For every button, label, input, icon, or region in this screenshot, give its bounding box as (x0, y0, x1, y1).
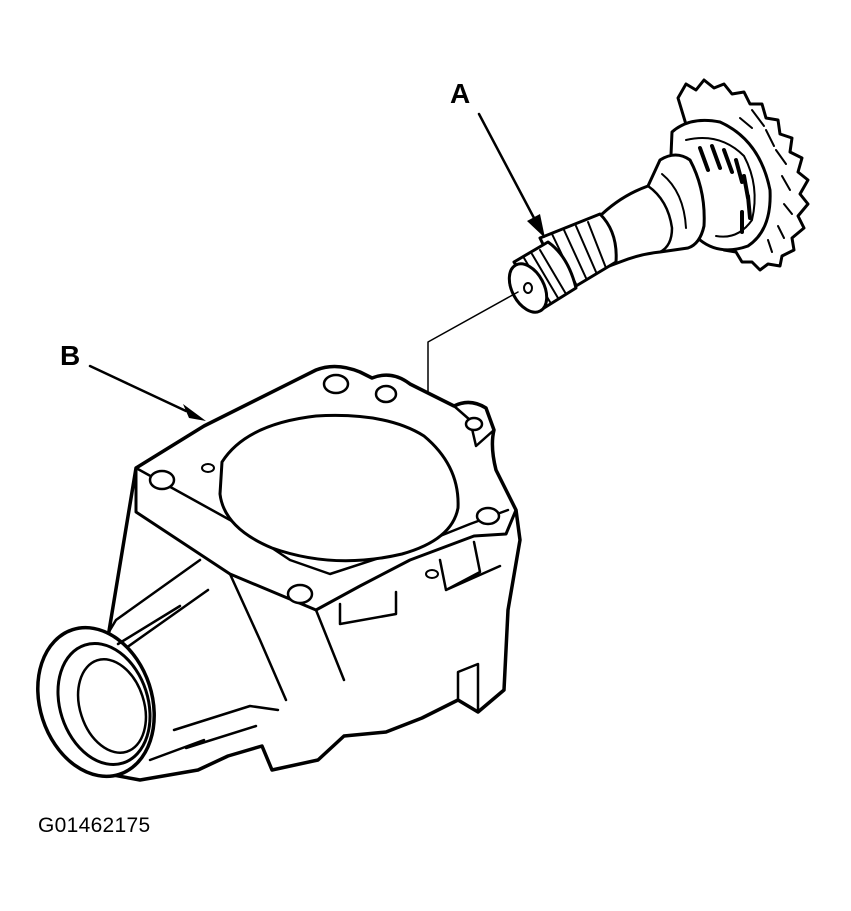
figure-id: G01462175 (38, 814, 151, 837)
bolt-holes (148, 373, 501, 605)
pinion-shaft (507, 153, 706, 314)
differential-housing (36, 364, 522, 782)
label-b: B (60, 340, 80, 371)
output-flange (36, 604, 206, 779)
label-a: A (450, 78, 470, 109)
callout-a: A (450, 78, 545, 238)
arrowhead-a (527, 214, 545, 238)
housing-bore (218, 413, 460, 563)
arrowhead-b (183, 404, 206, 421)
callout-b: B (60, 340, 206, 421)
leader-arrow-a (477, 112, 536, 220)
pinion-shaft-assembly (507, 78, 810, 314)
leader-arrow-b (88, 364, 188, 413)
